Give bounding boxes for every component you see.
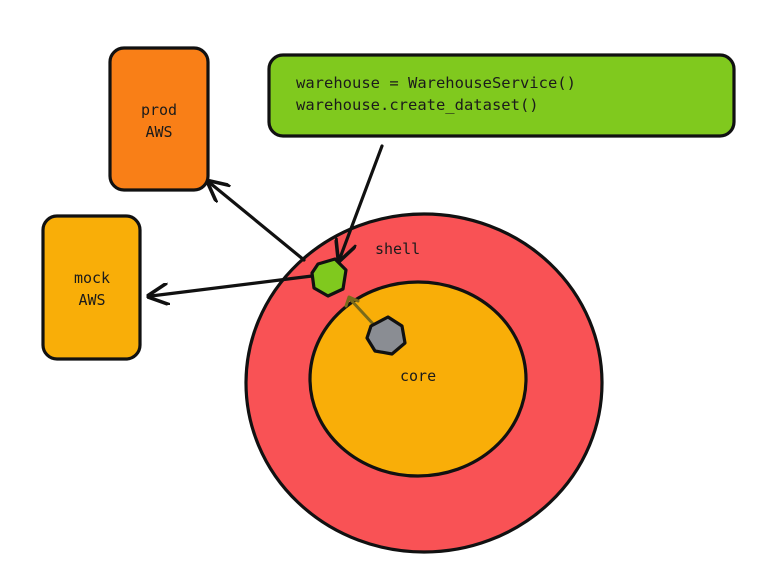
code-line-2: warehouse.create_dataset() <box>296 96 539 114</box>
core-layer <box>308 280 528 478</box>
prod-aws-box <box>108 46 210 192</box>
port-node <box>310 257 348 298</box>
core-label: core <box>400 367 436 385</box>
prod-label-line1: prod <box>141 101 177 119</box>
code-box <box>267 53 736 138</box>
mock-label-line1: mock <box>74 269 110 287</box>
prod-label-line2: AWS <box>145 123 172 141</box>
arrow-to-prod <box>210 183 306 262</box>
arrow-core-to-port <box>348 297 377 328</box>
arrow-to-mock <box>151 274 314 296</box>
arrow-code-to-port <box>340 144 384 258</box>
mock-aws-box <box>41 214 142 361</box>
core-node <box>365 315 407 356</box>
shell-label: shell <box>375 240 420 258</box>
mock-label-line2: AWS <box>78 291 105 309</box>
arrow-core-to-port-head <box>344 295 360 308</box>
code-line-1: warehouse = WarehouseService() <box>296 74 576 92</box>
